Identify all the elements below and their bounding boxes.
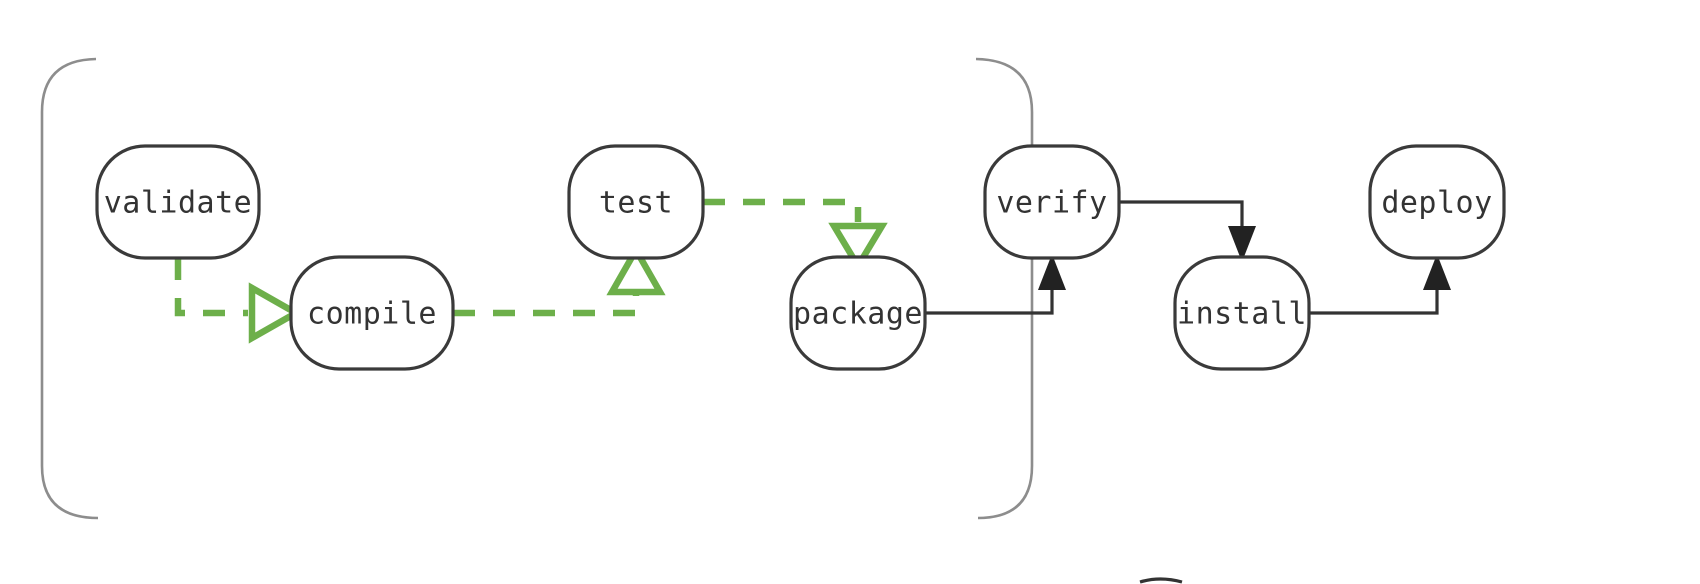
arrowhead-open-down [828,222,888,273]
edge-install-to-deploy [1309,254,1451,315]
cluster-build-phase [40,57,1034,520]
node-install[interactable]: install [1173,255,1311,371]
node-verify-label: verify [996,186,1107,221]
arrowhead-open-up [606,243,666,296]
node-verify[interactable]: verify [983,144,1121,260]
node-validate[interactable]: validate [95,144,261,260]
clipped-node-bottom [1139,577,1183,584]
node-deploy[interactable]: deploy [1368,144,1506,260]
node-deploy-label: deploy [1381,186,1492,221]
edge-test-to-package [703,198,888,273]
edge-compile-to-test [453,243,666,317]
node-compile-label: compile [307,297,437,332]
arrowhead-filled-up [1423,254,1451,290]
edge-package-to-verify [925,254,1066,315]
node-validate-label: validate [104,186,253,221]
node-package-label: package [793,297,923,332]
edge-verify-to-install [1119,200,1256,262]
node-install-label: install [1177,297,1307,332]
arrowhead-filled-up [1038,254,1066,290]
arrowhead-open-right [248,282,303,344]
arrowhead-filled-down [1228,226,1256,262]
node-test[interactable]: test [567,144,705,260]
cluster-right-bracket [975,57,1034,520]
node-package[interactable]: package [789,255,927,371]
cluster-left-bracket [40,57,99,520]
node-compile[interactable]: compile [289,255,455,371]
edge-validate-to-compile [174,258,303,344]
node-test-label: test [599,186,673,221]
